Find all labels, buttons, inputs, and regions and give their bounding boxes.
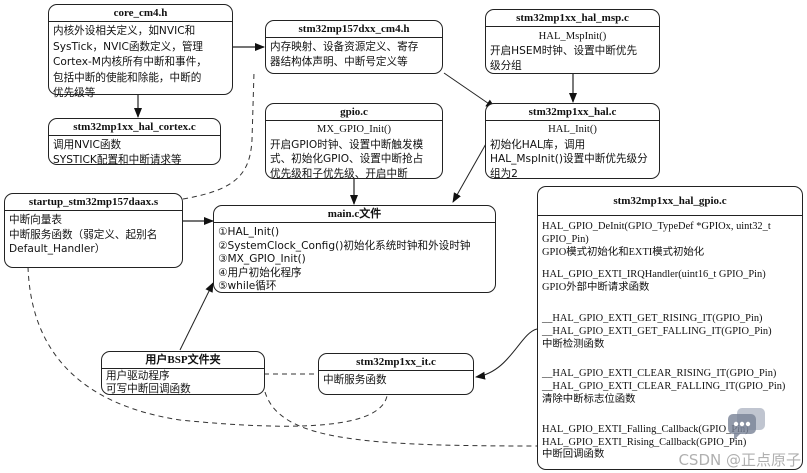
chat-bubble-icon [728, 408, 765, 440]
node-line: 式、初始化GPIO、设置中断抢占 [270, 153, 424, 165]
node-line: ②SystemClock_Config()初始化系统时钟和外设时钟 [218, 239, 471, 252]
node-line: 开启GPIO时钟、设置中断触发模 [270, 138, 424, 151]
node-func: HAL_MspInit() [538, 31, 607, 42]
node-title: core_cm4.h [49, 5, 232, 22]
node-line: SysTick，NVIC函数定义，管理 [53, 40, 204, 53]
node-line: 中断回调函数 [542, 449, 605, 461]
arrow-bsp-to-main [179, 282, 214, 351]
node-line: ①HAL_Init() [218, 226, 280, 238]
node-gpio-c: gpio.c MX_GPIO_Init() 开启GPIO时钟、设置中断触发模 式… [265, 103, 443, 180]
node-line: 器结构体声明、中断号定义等 [270, 56, 408, 68]
node-title: stm32mp1xx_hal_cortex.c [49, 119, 220, 136]
node-line: ④用户初始化程序 [218, 266, 302, 279]
dashed-bsp-to-halgpio [264, 391, 538, 447]
node-title: stm32mp157dxx_cm4.h [266, 21, 442, 38]
node-hal-cortex-c: stm32mp1xx_hal_cortex.c 调用NVIC函数 SYSTICK… [48, 118, 221, 166]
node-func: HAL_Init() [548, 124, 597, 135]
node-title: stm32mp1xx_hal_gpio.c [538, 187, 802, 216]
watermark: CSDN @正点原子 [678, 451, 801, 469]
node-line: Default_Handler） [9, 243, 106, 255]
node-line: HAL_GPIO_DeInit(GPIO_TypeDef *GPIOx, uin… [542, 221, 771, 232]
node-line: 内存映射、设备资源定义、寄存 [270, 41, 419, 53]
node-line: 中断向量表 [9, 214, 62, 226]
node-line: HAL_GPIO_EXTI_Falling_Callback(GPIO_Pin) [542, 423, 749, 435]
node-line: __HAL_GPIO_EXTI_CLEAR_RISING_IT(GPIO_Pin… [542, 368, 777, 380]
node-line: 优先级和子优先级、开启中断 [270, 167, 408, 180]
node-line: __HAL_GPIO_EXTI_GET_FALLING_IT(GPIO_Pin) [542, 325, 772, 337]
node-line: 中断检测函数 [542, 338, 605, 350]
arrow-cm4h-to-halc [443, 72, 496, 109]
node-line: ③MX_GPIO_Init() [218, 253, 306, 265]
node-line: GPIO模式初始化和EXTI模式初始化 [542, 246, 705, 258]
arrow-halc-to-main [452, 141, 488, 203]
node-line: 初始化HAL库，调用 [490, 138, 586, 151]
node-hal-c: stm32mp1xx_hal.c HAL_Init() 初始化HAL库，调用 H… [485, 103, 660, 180]
node-line: HAL_GPIO_EXTI_IRQHandler(uint16_t GPIO_P… [542, 269, 766, 281]
node-title: main.c文件 [214, 206, 495, 223]
node-line: 优先级等 [53, 87, 96, 99]
node-line: 级分组 [490, 60, 522, 72]
node-line: GPIO_Pin) [542, 233, 589, 245]
node-hal-msp-c: stm32mp1xx_hal_msp.c HAL_MspInit() 开启HSE… [485, 9, 660, 74]
node-core-cm4-h: core_cm4.h 内核外设相关定义，如NVIC和 SysTick，NVIC函… [48, 4, 233, 99]
node-title: stm32mp1xx_hal.c [486, 104, 659, 121]
node-title: stm32mp1xx_it.c [319, 354, 473, 371]
node-func: MX_GPIO_Init() [316, 124, 392, 135]
node-line: ⑤while循环 [218, 280, 277, 292]
node-line: HAL_GPIO_EXTI_Rising_Callback(GPIO_Pin) [542, 436, 747, 448]
node-line: 内核外设相关定义，如NVIC和 [53, 25, 196, 37]
node-line: 开启HSEM时钟、设置中断优先 [490, 45, 638, 57]
node-line: 中断服务函数 [323, 374, 387, 386]
node-line: Cortex-M内核所有中断和事件， [53, 56, 207, 68]
node-user-bsp-folder: 用户BSP文件夹 用户驱动程序 可写中断回调函数 [101, 351, 265, 395]
arrow-halgpio-to-itc [475, 328, 538, 380]
node-main-c: main.c文件 ①HAL_Init() ②SystemClock_Config… [213, 205, 496, 293]
node-line: 用户驱动程序 [106, 370, 170, 382]
node-line: __HAL_GPIO_EXTI_GET_RISING_IT(GPIO_Pin) [542, 312, 763, 324]
node-line: __HAL_GPIO_EXTI_CLEAR_FALLING_IT(GPIO_Pi… [542, 381, 786, 393]
node-line: 调用NVIC函数 [53, 139, 122, 151]
node-line: 组为2 [490, 167, 518, 180]
node-title: 用户BSP文件夹 [102, 352, 264, 369]
node-line: HAL_MspInit()设置中断优先级分 [490, 153, 648, 165]
node-line: SYSTICK配置和中断请求等 [53, 154, 182, 166]
node-startup-s: startup_stm32mp157daax.s 中断向量表 中断服务函数（弱定… [4, 193, 183, 268]
node-line: 可写中断回调函数 [106, 383, 191, 395]
node-title: stm32mp1xx_hal_msp.c [486, 10, 659, 27]
node-it-c: stm32mp1xx_it.c 中断服务函数 [318, 353, 474, 395]
node-line: GPIO外部中断请求函数 [542, 282, 650, 294]
node-stm32mp157dxx-cm4-h: stm32mp157dxx_cm4.h 内存映射、设备资源定义、寄存 器结构体声… [265, 20, 443, 74]
node-title: startup_stm32mp157daax.s [5, 194, 182, 211]
node-line: 中断服务函数（弱定义、起别名 [9, 228, 158, 241]
node-line: 包括中断的使能和除能，中断的 [53, 71, 202, 84]
node-line: 清除中断标志位函数 [542, 393, 636, 405]
node-title: gpio.c [266, 104, 442, 121]
